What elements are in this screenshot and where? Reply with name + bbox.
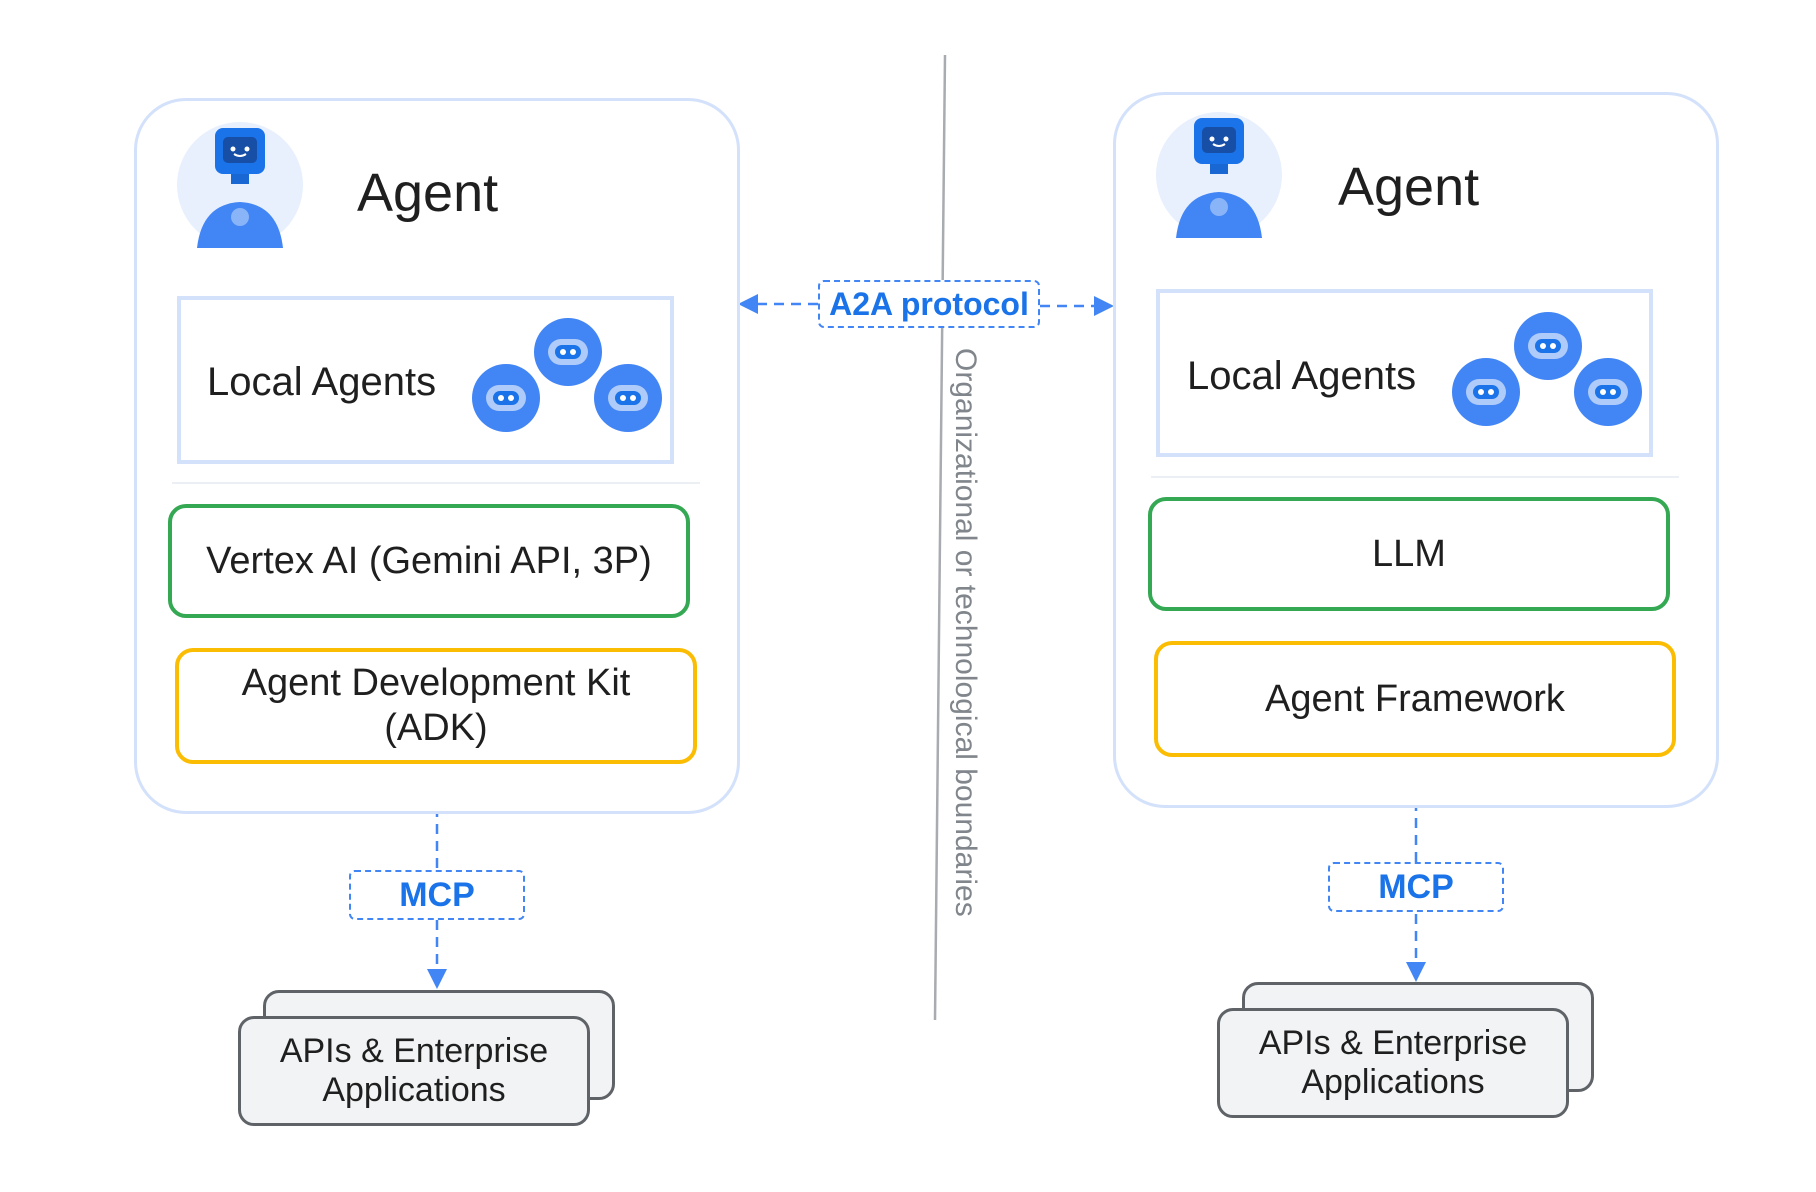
left-local-agents-label: Local Agents <box>207 360 437 404</box>
mini-bot-icon <box>534 318 602 386</box>
boundary-label: Organizational or technological boundari… <box>949 348 982 917</box>
right-local-agents-label: Local Agents <box>1187 354 1417 398</box>
mini-bot-icon <box>1574 358 1642 426</box>
right-separator <box>1151 476 1679 478</box>
boundary-divider-line <box>933 54 947 1021</box>
robot-avatar-icon <box>1156 112 1282 238</box>
right-mcp-tag: MCP <box>1328 862 1504 912</box>
mini-bot-icon <box>1514 312 1582 380</box>
left-framework-box: Agent Development Kit (ADK) <box>175 648 697 764</box>
right-model-box: LLM <box>1148 497 1670 611</box>
right-local-agents-box <box>1156 289 1653 457</box>
right-agent-title: Agent <box>1338 157 1480 217</box>
left-agent-title: Agent <box>357 163 499 223</box>
right-apps-card: APIs & Enterprise Applications <box>1217 1008 1569 1118</box>
left-apps-card: APIs & Enterprise Applications <box>238 1016 590 1126</box>
right-framework-box: Agent Framework <box>1154 641 1676 757</box>
left-separator <box>172 482 700 484</box>
mini-bot-icon <box>1452 358 1520 426</box>
mini-bot-icon <box>594 364 662 432</box>
left-model-box: Vertex AI (Gemini API, 3P) <box>168 504 690 618</box>
mini-bot-icon <box>472 364 540 432</box>
left-local-agents-box <box>177 296 674 464</box>
a2a-protocol-tag: A2A protocol <box>818 280 1040 328</box>
left-mcp-tag: MCP <box>349 870 525 920</box>
robot-avatar-icon <box>177 122 303 248</box>
